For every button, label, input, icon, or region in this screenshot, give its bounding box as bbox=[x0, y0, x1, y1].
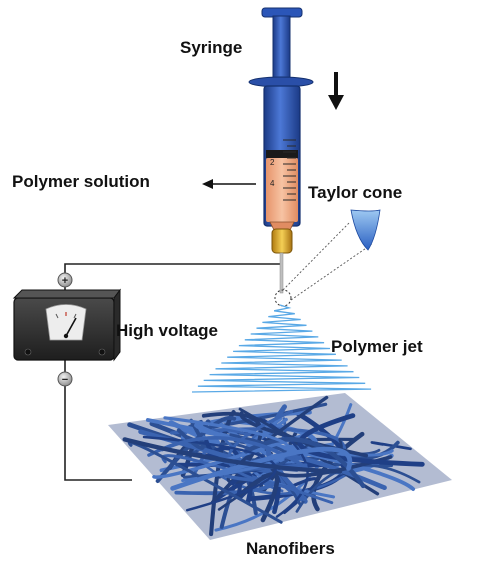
nanofiber-strand bbox=[160, 435, 308, 470]
taylor-cone-callout bbox=[274, 209, 381, 307]
arrow-down-icon bbox=[328, 72, 344, 110]
nanofibers-label: Nanofibers bbox=[246, 539, 335, 558]
syringe-label: Syringe bbox=[180, 38, 243, 57]
taylor-cone-icon bbox=[350, 209, 381, 251]
arrow-left-icon bbox=[202, 179, 256, 189]
negative-terminal: − bbox=[57, 371, 73, 387]
polymer-jet-label: Polymer jet bbox=[331, 337, 423, 356]
polymer-solution-label: Polymer solution bbox=[12, 172, 150, 191]
nanofiber-strand bbox=[237, 472, 280, 523]
nanofiber-strand bbox=[311, 431, 365, 512]
svg-text:−: − bbox=[62, 374, 68, 386]
scale-mark-2: 2 bbox=[270, 158, 275, 167]
scale-mark-4: 4 bbox=[270, 179, 275, 188]
nanofiber-strand bbox=[122, 437, 343, 474]
nanofiber-mat-icon bbox=[108, 393, 452, 540]
nanofiber-strand bbox=[207, 446, 243, 500]
nanofiber-strand bbox=[194, 423, 220, 438]
polymer-jet-icon bbox=[191, 304, 372, 393]
nanofiber-strand bbox=[163, 416, 292, 483]
high-voltage-label: High voltage bbox=[116, 321, 219, 340]
positive-terminal: + bbox=[57, 272, 73, 288]
syringe-icon: 2 4 bbox=[248, 7, 314, 294]
syringe-scale bbox=[283, 139, 296, 201]
nanofiber-strand bbox=[297, 413, 425, 467]
nanofiber-strand bbox=[176, 418, 205, 450]
nanofiber-strand bbox=[170, 446, 353, 491]
taylor-cone-label: Taylor cone bbox=[308, 183, 403, 202]
jet-whip-line bbox=[191, 304, 372, 393]
voltmeter-icon bbox=[12, 288, 121, 362]
nanofiber-strand bbox=[370, 441, 412, 451]
svg-text:+: + bbox=[62, 275, 68, 287]
